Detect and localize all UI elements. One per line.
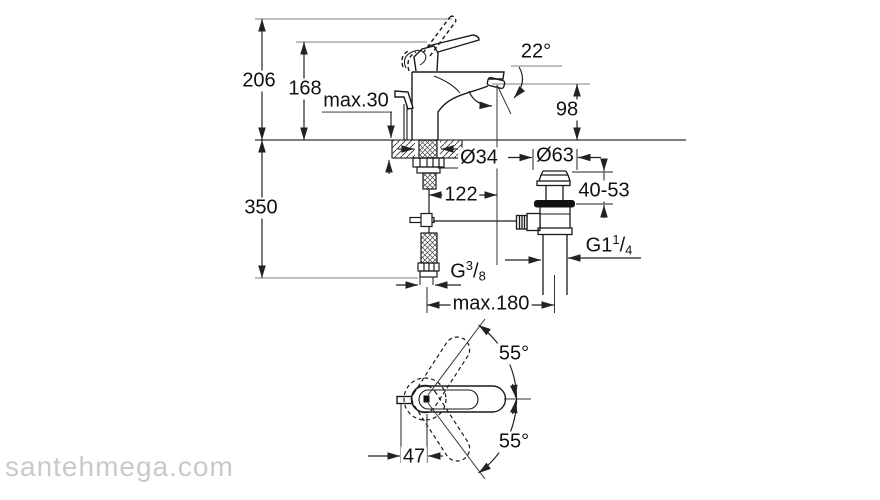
- faucet-side-view: [394, 15, 506, 140]
- label-o34: Ø34: [458, 146, 500, 169]
- handle-base-detail: [404, 49, 427, 69]
- spout-inner-curve: [433, 75, 461, 94]
- reference-lines: [255, 18, 590, 279]
- spout-underside: [437, 85, 489, 140]
- plan-handle-inner: [418, 389, 479, 410]
- waste-plug-top: [540, 170, 569, 176]
- label-47: 47: [400, 445, 428, 468]
- stream-angle-line: [496, 84, 512, 115]
- label-max30: max.30: [321, 89, 391, 112]
- mounting-and-hose: [409, 139, 517, 285]
- label-22deg: 22°: [518, 40, 554, 63]
- pop-up-waste: [515, 170, 575, 313]
- label-168: 168: [286, 77, 324, 100]
- washer: [416, 166, 441, 174]
- rod-clamp-block: [420, 212, 433, 228]
- label-206: 206: [240, 69, 278, 92]
- hose-nipple: [419, 270, 438, 278]
- label-g38: G3/8: [448, 257, 488, 284]
- spout-stream-lines: [496, 84, 512, 265]
- watermark: santehmega.com: [5, 451, 234, 482]
- plan-handle-swung: [403, 336, 471, 462]
- label-4053: 40-53: [576, 179, 632, 202]
- handle-lever-raised: [401, 15, 457, 72]
- dim-22-arc-left: [468, 90, 493, 110]
- handle-lever: [427, 34, 480, 53]
- threaded-stud: [422, 172, 437, 190]
- waste-flange: [536, 180, 571, 187]
- plan-angle-arc: [478, 324, 518, 474]
- handle-plan-view: [396, 318, 531, 480]
- label-55-up: 55°: [496, 342, 532, 365]
- dim-4053-ext: [572, 171, 613, 205]
- label-98: 98: [553, 98, 581, 121]
- label-max180: max.180: [450, 292, 532, 315]
- plan-angle-lines: [427, 318, 531, 480]
- label-350: 350: [242, 196, 280, 219]
- dim-22-arc-right: [513, 66, 526, 99]
- label-55-down: 55°: [496, 430, 532, 453]
- label-o63: Ø63: [534, 144, 576, 167]
- pop-up-knob: [394, 90, 414, 110]
- plan-handle-dot: [423, 395, 430, 403]
- threaded-shank: [418, 139, 438, 159]
- slip-ring: [537, 227, 573, 236]
- aerator: [486, 76, 506, 90]
- rubber-seal-ring: [534, 200, 575, 208]
- flexible-hose: [420, 232, 438, 264]
- label-122: 122: [442, 183, 480, 206]
- label-g114: G11/4: [583, 231, 635, 258]
